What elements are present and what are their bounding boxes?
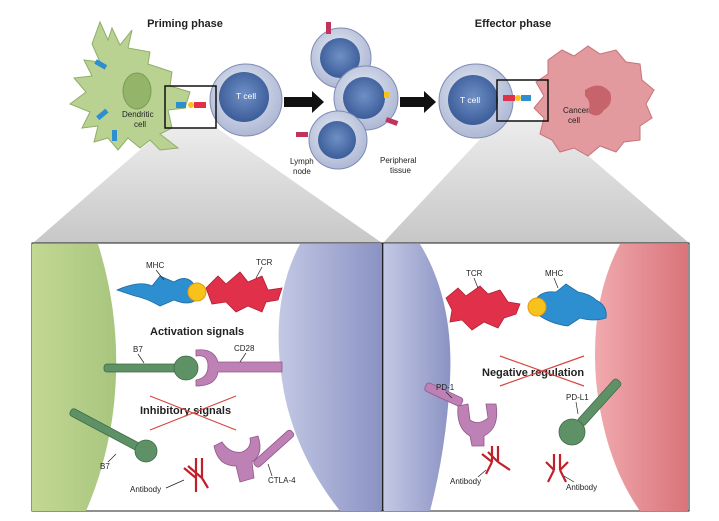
pd1-label: PD-1 [436,383,455,392]
antibody-label-pdl1: Antibody [566,483,597,492]
tcr-mini-icons [296,22,399,137]
arrow-to-lymph-node [284,91,324,113]
effector-phase-title: Effector phase [475,18,551,30]
b7-lower [69,408,158,463]
inhibitory-cross-out [149,395,237,431]
left-zoom-funnel [33,128,382,243]
pdl1-label: PD-L1 [566,393,589,402]
priming-phase-title: Priming phase [147,18,223,30]
mhc-receptor-small-icon [94,59,117,141]
t-cell-left [209,63,283,137]
antibody-pd1-icon [481,446,511,475]
pdl1-ligand [558,378,622,446]
ctla4-label: CTLA-4 [268,476,296,485]
antibody-pdl1-icon [545,454,569,483]
dendritic-label-line1: Dendritic [122,110,154,119]
activation-signals-heading: Activation signals [150,326,244,338]
dendritic-membrane [32,244,117,511]
tcell-membrane-right [384,244,451,511]
negative-regulation-heading: Negative regulation [482,367,584,379]
cancer-label-line1: Cancer [563,106,589,115]
t-cell-right-label: T cell [460,95,480,105]
antibody-label-pd1: Antibody [450,477,481,486]
mhc-tcr-complex-left [115,271,283,313]
negative-cross-out [499,355,585,387]
inhibitory-signals-heading: Inhibitory signals [140,405,231,417]
tcell-membrane-left [278,244,381,511]
b7-label-bottom: B7 [100,462,110,471]
tcr-label-left: TCR [256,258,273,267]
tcr-label-right: TCR [466,269,483,278]
mhc-label-right: MHC [545,269,563,278]
mhc-label-left: MHC [146,261,164,270]
cd28-label: CD28 [234,344,255,353]
peripheral-tissue-label-line1: Peripheral [380,156,417,165]
lymph-node-label-line1: Lymph [290,157,314,166]
t-cell-left-label: T cell [236,91,256,101]
t-cell-right [438,63,514,139]
synapse-mini-right-icon [503,95,531,101]
b7-label-top: B7 [133,345,143,354]
lymph-node-cells [308,27,399,170]
peripheral-tissue-label-line2: tissue [390,166,411,175]
cancer-membrane [595,244,688,511]
antibody-left-icon [183,458,209,492]
pd1-receptor [424,382,498,447]
b7-cd28-complex [103,349,283,387]
lymph-node-label-line2: node [293,167,311,176]
right-detail-panel [382,242,690,512]
antibody-label-left: Antibody [130,485,161,494]
cancer-label-line2: cell [568,116,580,125]
dendritic-label-line2: cell [134,120,146,129]
left-zoom-box [164,85,217,129]
synapse-mini-left-icon [176,102,206,108]
right-zoom-box [496,79,549,122]
cancer-cell [533,45,655,157]
right-zoom-funnel [383,121,689,243]
arrow-to-tumor [400,91,436,113]
tcr-mhc-complex-right [445,283,607,331]
ctla4-receptor [213,429,295,483]
